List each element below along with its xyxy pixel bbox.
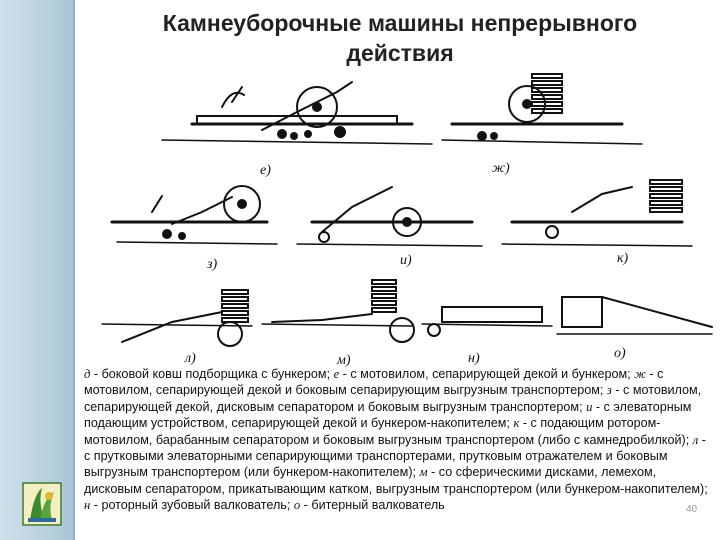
caption-letter: м bbox=[419, 465, 428, 480]
caption-text: - битерный валкователь bbox=[300, 498, 445, 513]
machine-e: е) bbox=[161, 81, 433, 178]
caption-text: - с элеваторным подающим устройством, се… bbox=[84, 399, 692, 431]
label-k: к) bbox=[617, 251, 629, 266]
diagram-caption: д - боковой ковш подборщика с бункером; … bbox=[84, 366, 714, 514]
label-e: е) bbox=[260, 163, 271, 178]
caption-text: - с подающим ротором-мотовилом, барабанн… bbox=[84, 416, 693, 447]
label-zh: ж) bbox=[492, 161, 510, 176]
label-l: л) bbox=[184, 351, 196, 366]
label-z: з) bbox=[206, 257, 217, 272]
caption-letter: е bbox=[333, 367, 340, 381]
university-logo-icon bbox=[22, 482, 62, 526]
sidebar-band bbox=[0, 0, 73, 540]
caption-letter: з bbox=[606, 383, 612, 398]
caption-text: - с мотовилом, сепарирующей декой, диско… bbox=[84, 383, 702, 414]
machine-i: и) bbox=[296, 186, 483, 268]
caption-text: - боковой ковш подборщика с бункером; bbox=[90, 367, 334, 381]
title-line-1: Камнеуборочные машины непрерывного bbox=[162, 10, 638, 36]
caption-text: - с прутковыми элеваторными сепарирующим… bbox=[84, 432, 706, 480]
caption-letter: л bbox=[692, 432, 699, 447]
machine-o: о) bbox=[556, 296, 713, 361]
caption-letter: и bbox=[586, 399, 593, 414]
machine-n: н) bbox=[421, 306, 553, 366]
caption-text: - с мотовилом, сепарирующей декой и бунк… bbox=[339, 367, 635, 381]
title-line-2: действия bbox=[346, 40, 454, 66]
machine-l: л) bbox=[101, 289, 253, 366]
label-m: м) bbox=[336, 353, 351, 367]
caption-text: - с мотовилом, сепарирующей декой и боко… bbox=[84, 367, 664, 398]
machine-z: з) bbox=[110, 185, 278, 272]
page-number: 40 bbox=[686, 504, 698, 515]
caption-text: - со сферическими дисками, лемехом, диск… bbox=[84, 465, 708, 496]
machine-m: м) bbox=[261, 279, 415, 367]
caption-letter: ж bbox=[634, 367, 646, 381]
label-i: и) bbox=[400, 253, 412, 268]
label-o: о) bbox=[614, 346, 626, 361]
sidebar-divider bbox=[73, 0, 75, 540]
machines-diagram: е) ж) з) и) bbox=[101, 73, 713, 367]
caption-letter: н bbox=[84, 498, 91, 513]
caption-letter: к bbox=[513, 416, 520, 431]
caption-letter: о bbox=[293, 498, 301, 513]
machine-zh: ж) bbox=[441, 73, 643, 176]
machine-k: к) bbox=[501, 179, 693, 266]
caption-text: - роторный зубовый валкователь; bbox=[90, 498, 294, 513]
caption-letter: д bbox=[84, 367, 91, 381]
slide-title: Камнеуборочные машины непрерывного дейст… bbox=[90, 8, 710, 68]
label-n: н) bbox=[468, 351, 480, 366]
